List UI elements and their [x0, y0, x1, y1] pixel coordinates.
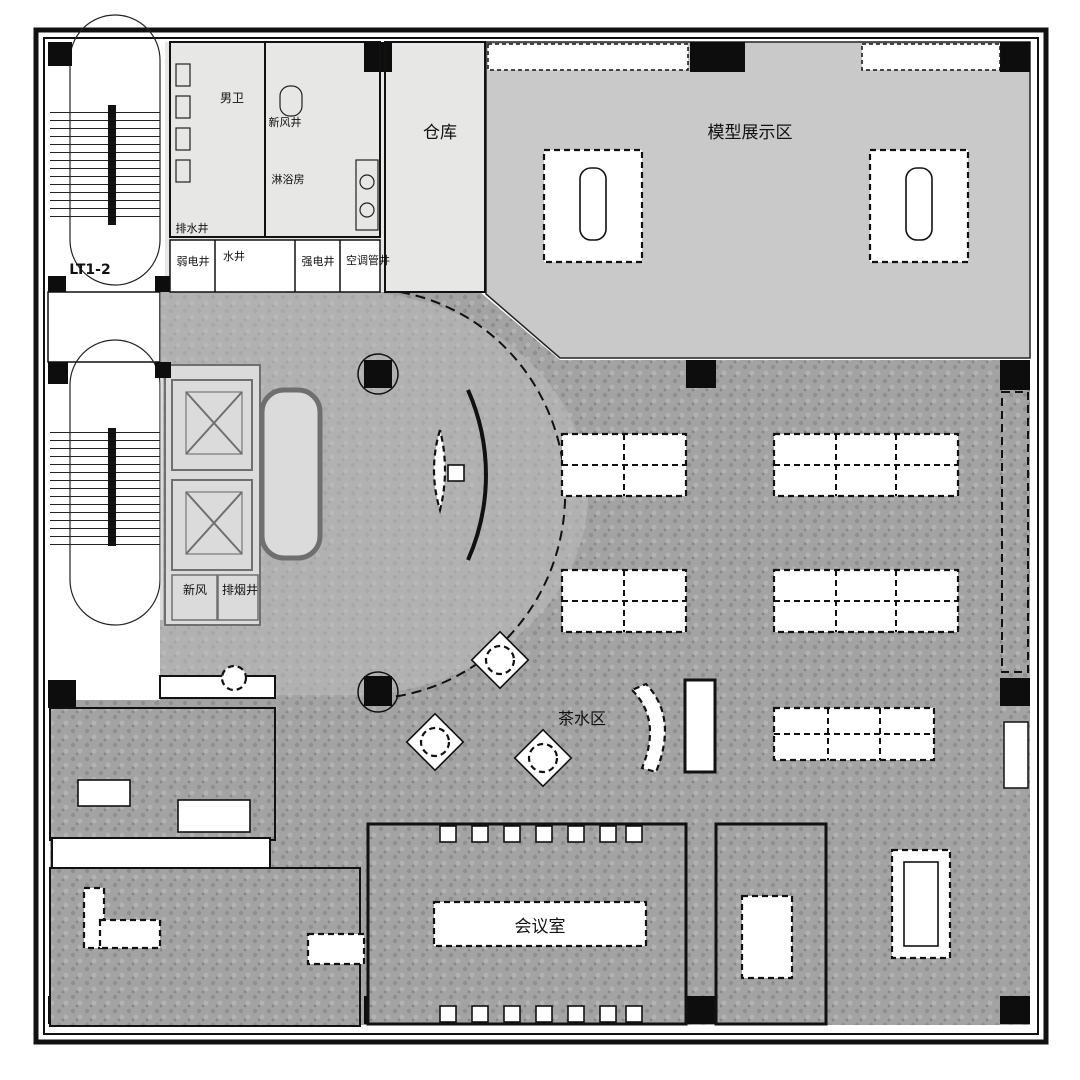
warehouse-room: [384, 41, 486, 293]
lower-left-lobby: [48, 625, 160, 680]
label-water-shaft: 水井: [223, 249, 245, 263]
inner-wall: [43, 37, 1039, 1035]
tea-cabinet: [683, 678, 717, 774]
label-tea-area: 茶水区: [558, 709, 606, 728]
stair-treads-top: [50, 110, 160, 220]
label-weak-shaft: 弱电井: [177, 254, 210, 268]
label-stair-tag: LT1-2: [69, 262, 110, 278]
side-table: [306, 932, 366, 966]
shower-room: [264, 41, 381, 238]
counter-strip: [159, 675, 276, 699]
model-car-right: [905, 167, 933, 241]
office-sofa: [177, 799, 251, 833]
stair-top-rail: [108, 105, 116, 225]
stair-circle-top: [69, 14, 161, 286]
manager-desk-top: [98, 918, 162, 950]
label-warehouse: 仓库: [423, 123, 457, 143]
stair-landing-mid: [47, 291, 161, 363]
reception-desk: [432, 429, 447, 515]
workstations: [560, 432, 960, 762]
label-fresh-air: 新风: [183, 582, 207, 597]
office-desk: [77, 779, 131, 807]
reception-arc-line: [391, 291, 567, 698]
right-sofa: [1003, 721, 1029, 789]
office-cabinet: [51, 837, 271, 869]
pool-table-top: [903, 861, 939, 947]
stair-bottom-rail: [108, 428, 116, 546]
window-strip-left: [487, 43, 689, 71]
meeting-table: [432, 900, 648, 948]
label-model-display: 模型展示区: [708, 123, 793, 143]
model-car-left: [579, 167, 607, 241]
label-ac-shaft: 空调管井: [346, 253, 390, 267]
toilet-fixtures: [175, 63, 379, 231]
reception-chair: [447, 464, 465, 482]
column-ring-top: [357, 353, 399, 395]
small-office-desk: [740, 894, 794, 980]
label-shower: 淋浴房: [272, 173, 305, 186]
counter-stool: [220, 664, 248, 692]
window-strip-right: [861, 43, 1001, 71]
label-strong-shaft: 强电井: [302, 254, 335, 268]
tea-tables: [405, 630, 667, 788]
label-meeting-room: 会议室: [515, 917, 566, 937]
label-smoke-shaft: 排烟井: [222, 583, 258, 597]
label-fresh-air-top: 新风井: [269, 115, 302, 129]
reception-arc: [160, 290, 589, 695]
reception-arc-wall: [466, 389, 488, 561]
right-display-shelf: [1001, 391, 1029, 673]
label-drain-shaft: 排水井: [176, 221, 209, 235]
column-ring-bottom: [357, 671, 399, 713]
shaft-row: [169, 239, 381, 293]
meeting-chairs: [439, 825, 643, 1023]
label-mens-toilet: 男卫: [220, 91, 244, 105]
stair-treads-bottom: [50, 430, 160, 545]
